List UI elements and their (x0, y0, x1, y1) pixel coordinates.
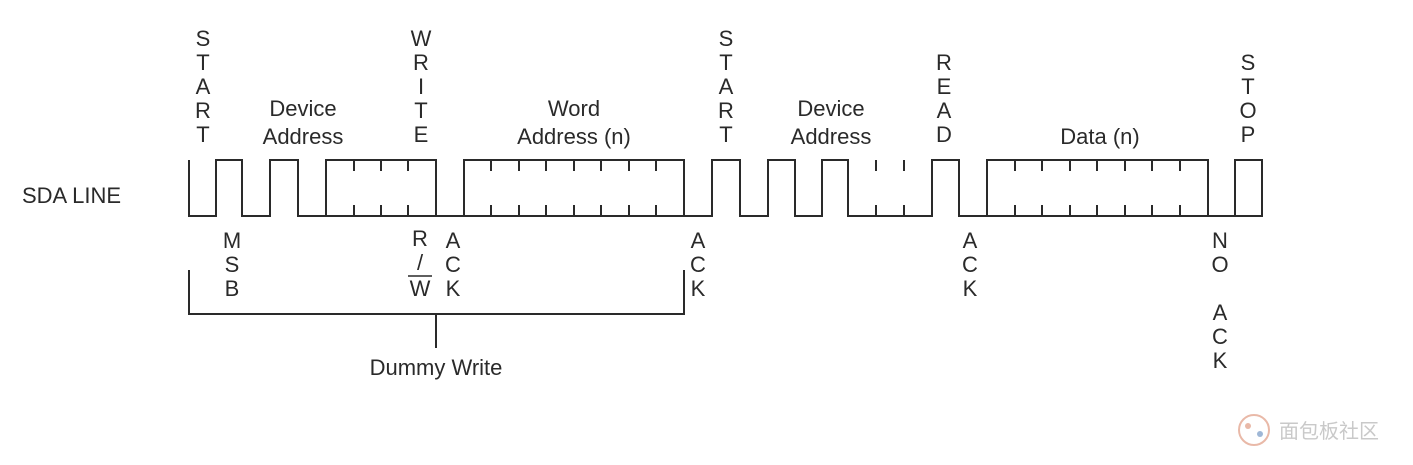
ack-3-label-char: K (963, 276, 978, 301)
device-address-2-line1: Device (797, 96, 864, 121)
word-address-line1: Word (548, 96, 600, 121)
write-label-char: I (418, 74, 424, 99)
stop-label-char: O (1239, 98, 1256, 123)
stop-label-char: S (1241, 50, 1256, 75)
device-address-1-line2: Address (263, 124, 344, 149)
write-label-char: E (414, 122, 429, 147)
read-label-char: A (937, 98, 952, 123)
rw-slash: / (417, 250, 424, 275)
start-2-label-char: S (719, 26, 734, 51)
write-label-char: W (411, 26, 432, 51)
no-label-char: N (1212, 228, 1228, 253)
start-1-label-char: R (195, 98, 211, 123)
start-2-label-char: R (718, 98, 734, 123)
stop-label-char: T (1241, 74, 1254, 99)
ack-3-label-char: A (963, 228, 978, 253)
ack-2-label-char: A (691, 228, 706, 253)
rw-r: R (412, 226, 428, 251)
write-label-char: T (414, 98, 427, 123)
start-1-label-char: T (196, 50, 209, 75)
device-address-2-ticks (848, 160, 932, 217)
ack-3-label-char: C (962, 252, 978, 277)
ack-1-label-char: K (446, 276, 461, 301)
rw-w: W (410, 276, 431, 301)
msb-label-char: M (223, 228, 241, 253)
msb-label-char: S (225, 252, 240, 277)
start-1-label-char: S (196, 26, 211, 51)
sda-line-label: SDA LINE (22, 183, 121, 208)
ack-1-label-char: A (446, 228, 461, 253)
watermark-text: 面包板社区 (1279, 419, 1379, 443)
ack-2-label-char: K (691, 276, 706, 301)
data-label: Data (n) (1060, 124, 1139, 149)
dummy-write-label: Dummy Write (370, 355, 503, 380)
write-label-char: R (413, 50, 429, 75)
watermark-logo: 面包板社区 (1238, 414, 1379, 446)
no-ack-label-char: K (1213, 348, 1228, 373)
data-ticks (987, 160, 1208, 217)
no-ack-label-char: C (1212, 324, 1228, 349)
read-label-char: D (936, 122, 952, 147)
device-address-1-line1: Device (269, 96, 336, 121)
dummy-write-bracket (188, 270, 685, 348)
device-address-1-ticks (326, 160, 436, 217)
horizontal-labels: Device Address Word Address (n) Device A… (263, 96, 1140, 380)
start-2-label-char: T (719, 50, 732, 75)
read-label-char: E (937, 74, 952, 99)
no-ack-label-char: A (1213, 300, 1228, 325)
no-label-char: O (1211, 252, 1228, 277)
ack-1-label-char: C (445, 252, 461, 277)
word-address-ticks (464, 160, 684, 217)
sda-signal-trace (188, 159, 1263, 217)
msb-label-char: B (225, 276, 240, 301)
read-label-char: R (936, 50, 952, 75)
word-address-line2: Address (n) (517, 124, 631, 149)
start-2-label-char: A (719, 74, 734, 99)
ack-2-label-char: C (690, 252, 706, 277)
stop-label-char: P (1241, 122, 1256, 147)
device-address-2-line2: Address (791, 124, 872, 149)
start-1-label-char: T (196, 122, 209, 147)
sda-waveform (188, 159, 1263, 217)
start-2-label-char: T (719, 122, 732, 147)
start-1-label-char: A (196, 74, 211, 99)
